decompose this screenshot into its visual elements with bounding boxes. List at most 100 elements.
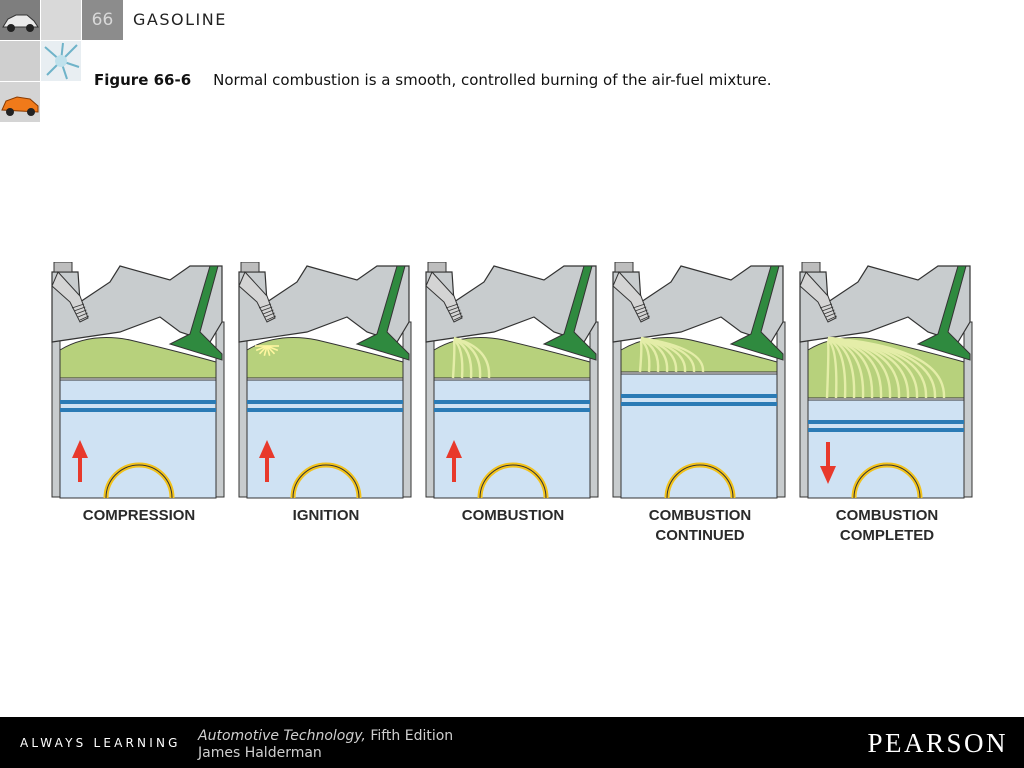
- piston-ring: [621, 402, 777, 406]
- chapter-number: 66: [82, 0, 123, 40]
- stage-label: COMBUSTION: [424, 506, 602, 526]
- stage-label-line1: COMBUSTION: [835, 507, 939, 524]
- spark-plug-terminal: [240, 262, 260, 273]
- flame-front-ring: [827, 337, 847, 399]
- air-fuel-mixture: [246, 337, 404, 379]
- spark-plug-thread: [262, 309, 274, 315]
- spark-plug-thread: [819, 303, 833, 309]
- arrow-up-icon: [72, 440, 88, 482]
- flame-front-ring: [640, 337, 660, 373]
- piston-ring: [808, 420, 964, 424]
- flame-front-ring: [453, 339, 464, 379]
- stage-label: IGNITION: [237, 506, 415, 526]
- car-thumbnail: [0, 0, 40, 40]
- book-title: Automotive Technology,: [198, 728, 366, 744]
- stage-illustration: [612, 262, 786, 499]
- splash-thumbnail: [41, 41, 81, 81]
- book-author: James Halderman: [198, 745, 322, 761]
- book-edition: Fifth Edition: [365, 728, 454, 744]
- caption-text: Normal combustion is a smooth, controlle…: [213, 71, 772, 89]
- stage-illustration: [238, 262, 412, 499]
- spark-plug-terminal: [614, 262, 634, 273]
- spark-plug-thread: [260, 306, 273, 312]
- flame-front-ring: [640, 339, 651, 373]
- arrow-up-icon: [259, 440, 275, 482]
- stage-label-line1: IGNITION: [292, 507, 360, 524]
- spark-plug-thread: [73, 306, 86, 312]
- stage-illustration: [51, 262, 225, 499]
- spark-plug-terminal: [53, 262, 73, 273]
- book-credit: Automotive Technology, Fifth Edition Jam…: [198, 728, 453, 762]
- stage-label-line2: CONTINUED: [655, 527, 745, 544]
- arrow-up-icon: [446, 440, 462, 482]
- wrist-pin-outline: [853, 464, 921, 499]
- air-fuel-mixture: [59, 337, 217, 379]
- orange-car-thumbnail: [0, 82, 40, 122]
- stage-panel: IGNITION: [237, 262, 412, 552]
- spark-plug-thread: [632, 303, 646, 309]
- spark-plug-thread: [77, 312, 88, 318]
- footer-tagline: ALWAYS LEARNING: [20, 736, 181, 750]
- spark-plug-thread: [638, 312, 649, 318]
- spark-plug-thread: [258, 303, 272, 309]
- piston: [59, 379, 217, 499]
- flame-front-ring: [827, 339, 838, 399]
- cylinder-wall-left: [425, 321, 435, 498]
- flame-front-ring: [640, 336, 705, 373]
- exhaust-valve: [168, 265, 223, 361]
- cylinder-head: [238, 265, 410, 343]
- spark-plug-thread: [640, 315, 650, 321]
- spark-plug-thread: [636, 309, 648, 315]
- cylinder-head: [612, 265, 784, 343]
- flame-front-ring: [453, 337, 473, 379]
- gray-thumbnail: [0, 41, 40, 81]
- cylinder-head: [51, 265, 223, 343]
- piston: [620, 373, 778, 499]
- spark-plug-terminal: [427, 262, 447, 273]
- wrist-pin-outline: [666, 464, 734, 499]
- piston: [807, 399, 965, 499]
- cylinder-head: [425, 265, 597, 343]
- exhaust-valve: [916, 265, 971, 361]
- spark-plug-thread: [266, 315, 276, 321]
- stage-panel: COMBUSTION CONTINUED: [611, 262, 786, 552]
- spark-plug-thread: [827, 315, 837, 321]
- thumbnail-strip: [0, 0, 82, 122]
- stage-label: COMBUSTION CONTINUED: [611, 506, 789, 546]
- spark-plug-thread: [79, 315, 89, 321]
- stage-panel: COMPRESSION: [50, 262, 225, 552]
- spark-ray: [266, 345, 276, 355]
- stage-illustration: [425, 262, 599, 499]
- piston-ring: [621, 394, 777, 398]
- piston-ring: [434, 400, 590, 404]
- piston: [433, 379, 591, 499]
- spark-plug-thread: [634, 306, 647, 312]
- flame-front-ring: [638, 340, 643, 373]
- piston-ring: [247, 408, 403, 412]
- cylinder-wall-left: [612, 321, 622, 498]
- wrist-pin-outline: [292, 464, 360, 499]
- piston-ring: [60, 408, 216, 412]
- spark-plug-terminal: [801, 262, 821, 273]
- piston-ring: [434, 408, 590, 412]
- flame-front-ring: [827, 336, 946, 399]
- spark-ray: [266, 345, 279, 352]
- footer-bar: ALWAYS LEARNING Automotive Technology, F…: [0, 717, 1024, 768]
- spark-plug-thread: [75, 309, 87, 315]
- stage-label-line1: COMBUSTION: [648, 507, 752, 524]
- piston-ring: [60, 400, 216, 404]
- stage-illustration: [799, 262, 973, 499]
- cylinder-wall-right: [776, 321, 786, 498]
- exhaust-valve: [542, 265, 597, 361]
- stage-panel: COMBUSTION: [424, 262, 599, 552]
- cylinder-wall-left: [799, 321, 809, 498]
- spark-plug-thread: [823, 309, 835, 315]
- spark-plug-thread: [825, 312, 836, 318]
- spark-plug-thread: [449, 309, 461, 315]
- spark-plug-thread: [71, 303, 85, 309]
- air-fuel-mixture: [433, 337, 591, 379]
- spark-plug-thread: [447, 306, 460, 312]
- chapter-title: GASOLINE: [133, 10, 227, 29]
